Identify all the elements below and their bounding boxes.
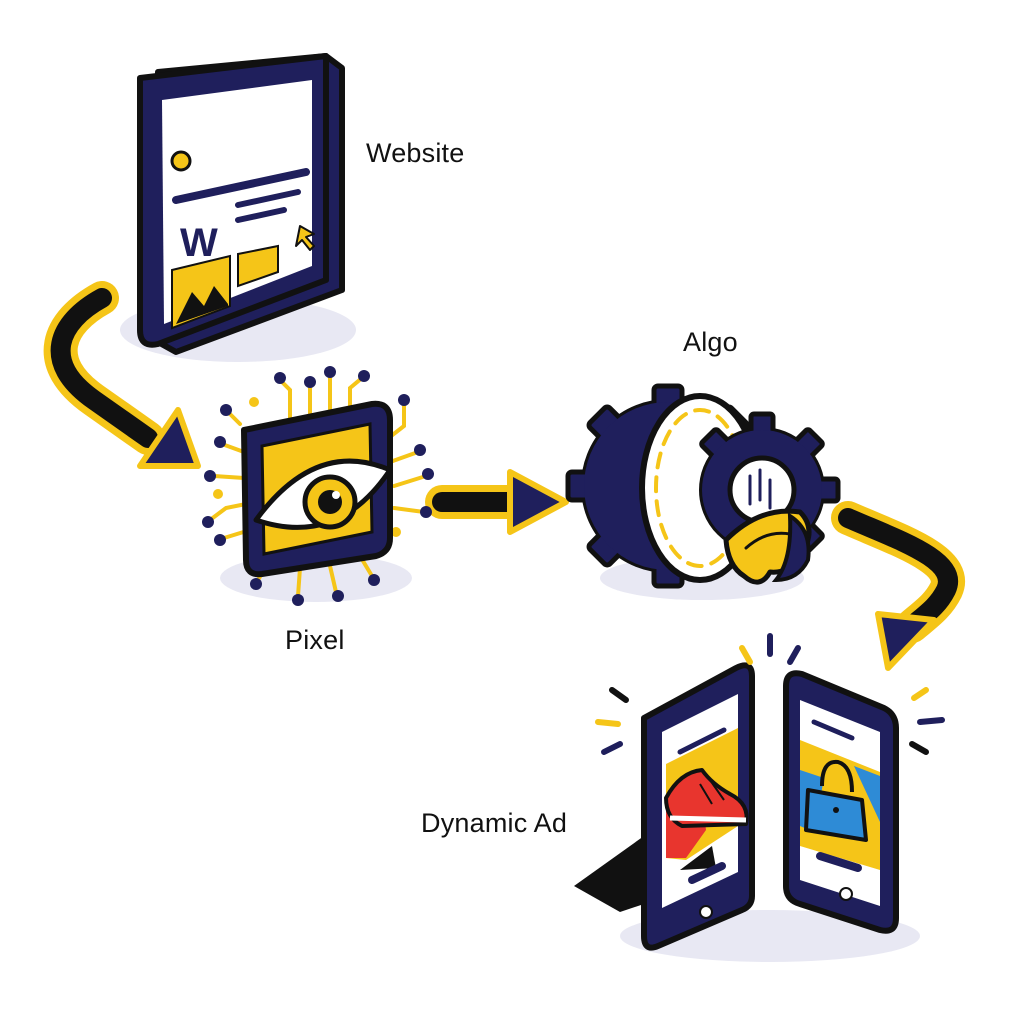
edge-website-to-pixel (43, 281, 201, 469)
node-website: W (120, 53, 356, 362)
w-logo-icon: W (180, 221, 218, 265)
browser-window-icon: W (120, 53, 356, 362)
phone-right (783, 670, 899, 934)
node-ad (574, 633, 945, 962)
arrowhead-icon (875, 611, 937, 671)
arrowhead-icon (137, 407, 201, 469)
cursor-icon (295, 225, 315, 251)
eye-chip-icon (202, 366, 434, 606)
gears-brain-icon (565, 383, 841, 600)
sparkle-icon (595, 633, 945, 755)
handbag-icon (804, 759, 868, 842)
node-label-dynamic-ad: Dynamic Ad (421, 808, 568, 838)
smartphones-icon (574, 633, 945, 962)
node-label-website: Website (366, 138, 465, 168)
node-pixel (202, 366, 434, 606)
phone-left (641, 662, 755, 951)
node-label-algo: Algo (683, 327, 738, 357)
edge-algo-to-ad (831, 501, 965, 671)
edge-pixel-to-algo (425, 469, 569, 535)
arrowhead-icon (507, 469, 569, 535)
node-algo (565, 383, 841, 600)
sneaker-icon (664, 768, 749, 828)
image-placeholder-icon (171, 254, 231, 330)
node-label-pixel: Pixel (285, 625, 345, 655)
